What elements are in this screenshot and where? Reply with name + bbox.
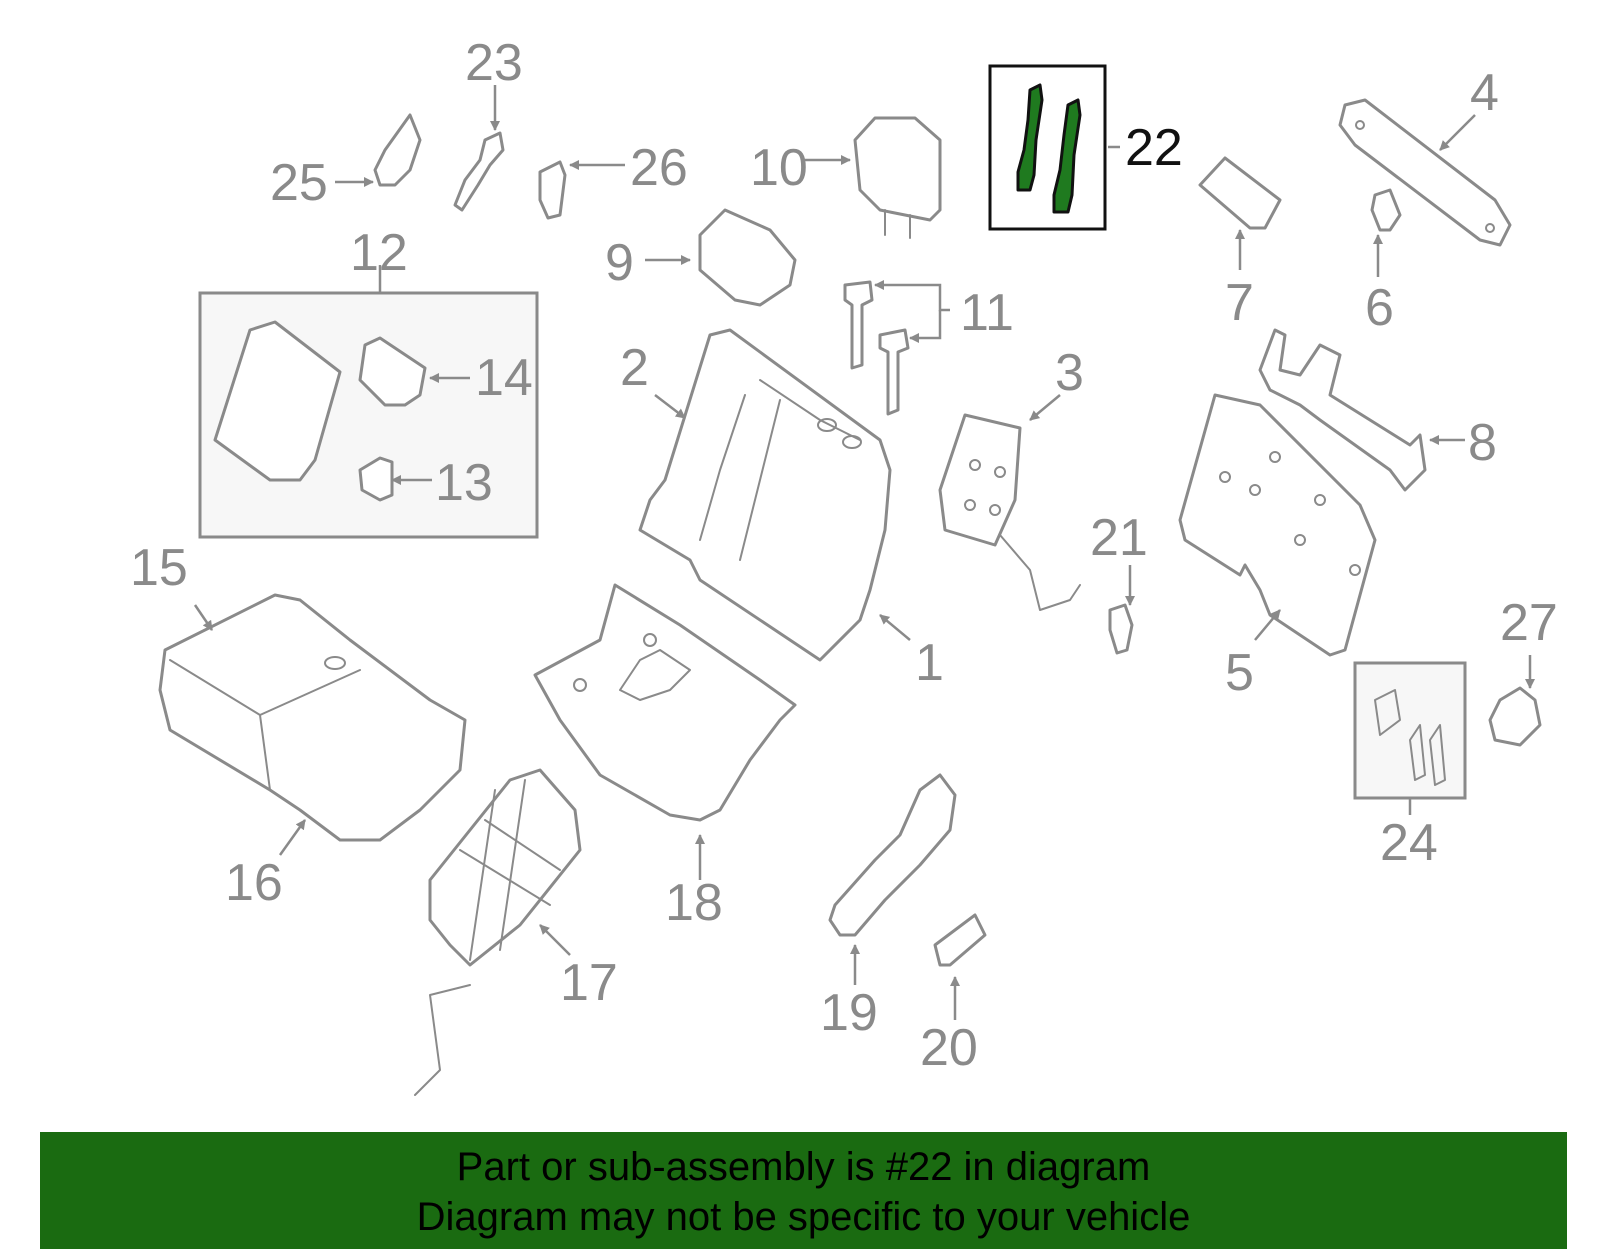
callout-12: 12	[350, 224, 408, 282]
part-3-bracket[interactable]	[938, 413, 1081, 611]
callout-1: 1	[915, 634, 944, 692]
part-21-clip[interactable]	[1108, 603, 1134, 655]
callout-6: 6	[1365, 279, 1394, 337]
callout-labels: 1 2 3 4 5 6 7 8 9 10 11 12 13 14 15 16 1…	[130, 34, 1558, 1077]
callout-13: 13	[435, 454, 493, 512]
callout-8: 8	[1468, 414, 1497, 472]
callout-5: 5	[1225, 644, 1254, 702]
callout-19: 19	[820, 984, 878, 1042]
callout-25: 25	[270, 154, 328, 212]
part-27-bracket[interactable]	[1488, 686, 1542, 747]
part-15-seat-cushion[interactable]	[158, 593, 467, 842]
callout-15: 15	[130, 539, 188, 597]
callout-11: 11	[960, 284, 1014, 342]
callout-24: 24	[1380, 814, 1438, 872]
callout-18: 18	[665, 874, 723, 932]
callout-2: 2	[620, 339, 649, 397]
callout-9: 9	[605, 234, 634, 292]
callout-3: 3	[1055, 344, 1084, 402]
leader-lines	[193, 85, 1535, 1020]
part-7-pad[interactable]	[1198, 156, 1282, 230]
callout-4: 4	[1470, 64, 1499, 122]
callout-20: 20	[920, 1019, 978, 1077]
callout-21: 21	[1090, 509, 1148, 567]
callout-16: 16	[225, 854, 283, 912]
part-25-hinge[interactable]	[373, 113, 422, 187]
banner-line-2: Diagram may not be specific to your vehi…	[416, 1195, 1191, 1239]
part-20-trim[interactable]	[933, 913, 987, 967]
part-5-rear-panel[interactable]	[1178, 393, 1377, 657]
part-8-rail-bracket[interactable]	[1258, 328, 1427, 492]
part-10-headrest[interactable]	[853, 116, 942, 239]
part-13-latch[interactable]	[358, 456, 394, 502]
highlight-box-22[interactable]	[988, 64, 1107, 231]
part-9-headrest-pad[interactable]	[698, 208, 797, 307]
part-22-brackets[interactable]	[1016, 83, 1082, 214]
callout-27: 27	[1500, 594, 1558, 652]
banner-line-1: Part or sub-assembly is #22 in diagram	[456, 1145, 1151, 1189]
callout-7: 7	[1225, 274, 1254, 332]
part-11-guides[interactable]	[843, 280, 910, 416]
part-24-pieces[interactable]	[1374, 689, 1446, 786]
part-6-clip[interactable]	[1370, 188, 1402, 232]
part-12-armrest-cover[interactable]	[213, 320, 342, 482]
part-4-trim-strip[interactable]	[1338, 98, 1512, 247]
callout-26: 26	[630, 139, 688, 197]
part-19-side-shield[interactable]	[828, 773, 957, 937]
callout-22: 22	[1125, 119, 1183, 177]
part-18-seat-frame[interactable]	[533, 583, 797, 822]
part-14-cupholder[interactable]	[358, 336, 427, 407]
callout-10: 10	[750, 139, 808, 197]
part-17-heater-pad[interactable]	[414, 768, 582, 1096]
part-2-seat-back[interactable]	[638, 328, 892, 662]
part-23-bracket[interactable]	[453, 131, 505, 212]
callout-14: 14	[475, 349, 533, 407]
info-banner: Part or sub-assembly is #22 in diagram D…	[40, 1132, 1567, 1249]
group-box-24	[1353, 661, 1467, 800]
callout-17: 17	[560, 954, 618, 1012]
part-26-clip[interactable]	[538, 160, 567, 220]
callout-23: 23	[465, 34, 523, 92]
